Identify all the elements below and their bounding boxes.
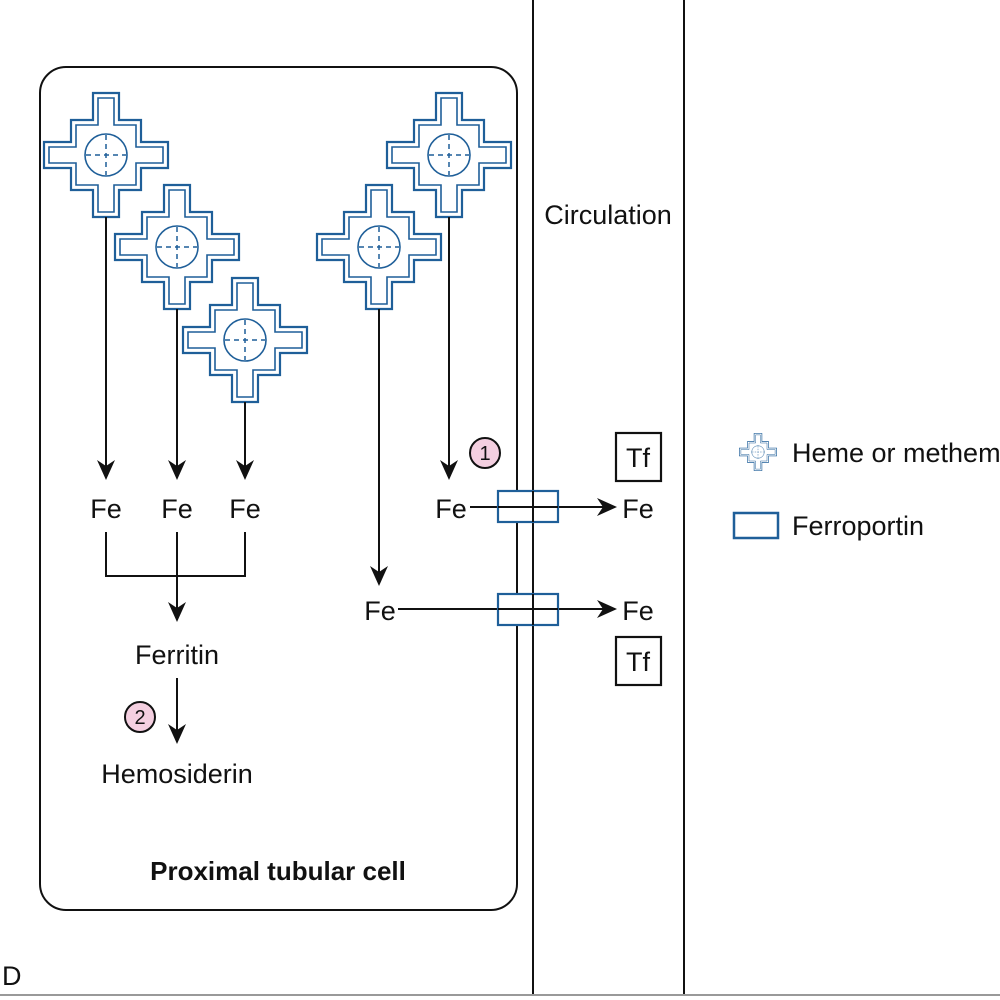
ferroportin-icon — [732, 511, 780, 540]
ferroportin-channel — [496, 592, 560, 627]
iron-label: Fe — [229, 494, 261, 524]
ferroportin-channel — [496, 489, 560, 524]
step-marker-1-label: 1 — [479, 443, 490, 465]
ferritin-label: Ferritin — [135, 640, 219, 670]
iron-label: Fe — [622, 596, 654, 626]
iron-label: Fe — [435, 494, 467, 524]
step-marker-2 — [124, 701, 156, 733]
transferrin-box — [614, 635, 663, 687]
heme-icon — [181, 276, 309, 404]
circulation-label: Circulation — [544, 200, 672, 230]
transferrin-label: Tf — [626, 647, 650, 677]
proximal-tubular-cell — [39, 66, 518, 911]
legend-heme-label: Heme or metheme — [792, 438, 1000, 468]
iron-collection-bracket — [105, 532, 246, 577]
heme-icon — [385, 91, 513, 219]
transferrin-box — [614, 431, 663, 483]
step-marker-2-label: 2 — [134, 707, 145, 729]
hemosiderin-label: Hemosiderin — [101, 759, 253, 789]
heme-icon — [42, 91, 170, 219]
heme-icon — [739, 433, 777, 471]
iron-label: Fe — [364, 596, 396, 626]
iron-label: Fe — [161, 494, 193, 524]
panel-letter: D — [2, 961, 22, 991]
iron-label: Fe — [622, 494, 654, 524]
heme-icon — [315, 183, 443, 311]
heme-icon — [113, 183, 241, 311]
legend: Heme or metheme Ferroportin — [732, 433, 1000, 541]
transferrin-label: Tf — [626, 443, 650, 473]
step-marker-1 — [469, 437, 501, 469]
cell-label: Proximal tubular cell — [150, 856, 406, 886]
legend-ferroportin-label: Ferroportin — [792, 511, 924, 541]
iron-label: Fe — [90, 494, 122, 524]
